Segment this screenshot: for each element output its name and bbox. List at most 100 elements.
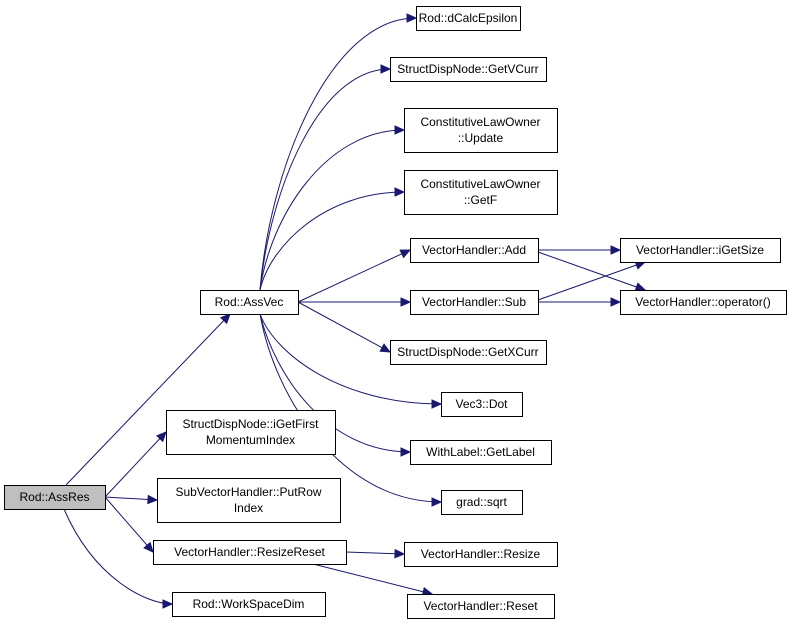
node-box [416, 6, 521, 31]
node-label: VectorHandler::ResizeReset [174, 545, 325, 559]
node-workspace[interactable]: Rod::WorkSpaceDim [172, 592, 326, 617]
node-label: StructDispNode::iGetFirst [182, 417, 319, 431]
node-getf[interactable]: ConstitutiveLawOwner::GetF [404, 170, 558, 215]
node-label: StructDispNode::GetVCurr [397, 62, 538, 76]
edge-arrowhead [162, 599, 174, 609]
node-label: ConstitutiveLawOwner [420, 115, 540, 129]
node-update[interactable]: ConstitutiveLawOwner::Update [404, 108, 558, 153]
edge-line [537, 251, 646, 291]
edge-assvec-getf [259, 187, 406, 291]
edge-arrowhead [431, 497, 443, 507]
edge-arrowhead [147, 494, 159, 505]
node-box [4, 485, 106, 510]
node-box [441, 392, 523, 417]
edge-line [63, 508, 173, 605]
edge-assres-assvec [65, 313, 231, 486]
edge-arrowhead [394, 125, 406, 135]
node-label: VectorHandler::Resize [421, 547, 541, 561]
node-box [153, 540, 347, 565]
node-label: MomentumIndex [206, 433, 295, 447]
edge-line [259, 313, 442, 405]
edge-arrowhead [400, 447, 412, 457]
node-label: Rod::AssRes [19, 490, 89, 504]
edge-line [259, 129, 405, 291]
edge-arrowhead [634, 282, 647, 292]
node-dot[interactable]: Vec3::Dot [441, 392, 523, 417]
node-sub[interactable]: VectorHandler::Sub [410, 290, 539, 315]
node-label: VectorHandler::Reset [423, 599, 538, 613]
node-label: Vec3::Dot [455, 397, 508, 411]
edge-arrowhead [156, 431, 167, 443]
node-operator[interactable]: VectorHandler::operator() [620, 290, 787, 315]
edge-assvec-update [259, 125, 406, 291]
edge-assvec-getxcurr [297, 301, 392, 353]
node-dcalc[interactable]: Rod::dCalcEpsilon [416, 6, 521, 31]
node-label: SubVectorHandler::PutRow [175, 485, 321, 499]
edge-line [65, 313, 231, 486]
node-label: VectorHandler::Sub [422, 295, 526, 309]
node-label: Rod::AssVec [215, 295, 284, 309]
edge-line [537, 261, 646, 301]
node-label: VectorHandler::operator() [635, 295, 770, 309]
node-box [620, 290, 787, 315]
node-getxcurr[interactable]: StructDispNode::GetXCurr [390, 340, 547, 365]
edge-line [259, 68, 391, 291]
nodes-layer: Rod::AssRes Rod::AssVec Rod::dCalcEpsilonS… [4, 6, 787, 619]
edge-assres-putrow [104, 494, 159, 505]
node-label: StructDispNode::GetXCurr [397, 345, 538, 359]
node-box [410, 238, 539, 263]
edge-arrowhead [143, 541, 154, 553]
node-label: ::GetF [464, 193, 497, 207]
node-label: WithLabel::GetLabel [426, 445, 535, 459]
node-sqrt[interactable]: grad::sqrt [441, 490, 523, 515]
edge-assvec-dcalc [259, 13, 418, 291]
node-box [404, 108, 558, 153]
edge-arrowhead [431, 399, 443, 409]
node-assres[interactable]: Rod::AssRes [4, 485, 106, 510]
edge-sub-operator [538, 297, 622, 307]
edge-line [104, 431, 167, 498]
node-resizereset[interactable]: VectorHandler::ResizeReset [153, 540, 347, 565]
edge-line [104, 496, 154, 553]
node-box [390, 57, 547, 82]
edge-assres-workspace [63, 508, 174, 609]
edge-assvec-add [297, 249, 412, 303]
edge-arrowhead [406, 13, 418, 23]
node-getlabel[interactable]: WithLabel::GetLabel [410, 440, 552, 465]
edge-assres-resizereset [104, 496, 154, 553]
node-getvcurr[interactable]: StructDispNode::GetVCurr [390, 57, 547, 82]
edge-assres-igetfirst [104, 431, 167, 498]
node-add[interactable]: VectorHandler::Add [410, 238, 539, 263]
node-box [172, 592, 326, 617]
node-label: ::Update [458, 131, 504, 145]
edge-line [259, 191, 405, 291]
edge-arrowhead [610, 297, 622, 307]
edges-layer [63, 13, 647, 609]
node-label: ConstitutiveLawOwner [420, 177, 540, 191]
edge-line [259, 313, 411, 453]
node-label: VectorHandler::Add [422, 243, 526, 257]
node-igetsize[interactable]: VectorHandler::iGetSize [620, 238, 781, 263]
edge-resizereset-resize [345, 548, 406, 559]
node-box [404, 170, 558, 215]
edge-assvec-getvcurr [259, 64, 392, 291]
node-label: VectorHandler::iGetSize [636, 243, 764, 257]
node-resize[interactable]: VectorHandler::Resize [404, 542, 558, 567]
node-label: grad::sqrt [456, 495, 507, 509]
node-label: Rod::WorkSpaceDim [193, 597, 305, 611]
node-box [390, 340, 547, 365]
edge-line [345, 551, 405, 555]
edge-arrowhead [379, 343, 392, 353]
node-reset[interactable]: VectorHandler::Reset [407, 594, 555, 619]
edge-line [297, 249, 411, 303]
node-box [410, 440, 552, 465]
node-box [441, 490, 523, 515]
node-box [200, 290, 299, 315]
edge-assvec-dot [259, 313, 443, 409]
edge-add-igetsize [538, 245, 622, 255]
node-assvec[interactable]: Rod::AssVec [200, 290, 299, 315]
edge-arrowhead [219, 313, 231, 325]
edge-line [312, 563, 433, 595]
